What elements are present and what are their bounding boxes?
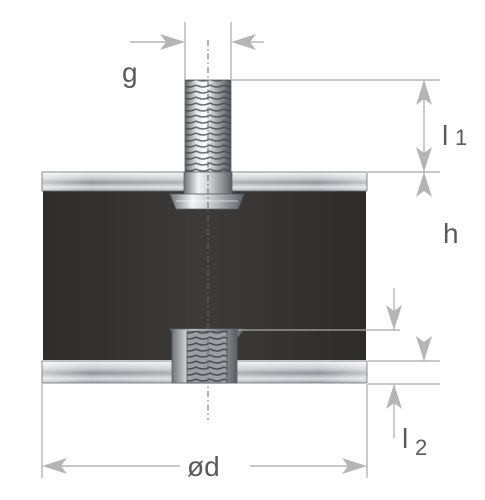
dim-label-l1-sub: 1 bbox=[455, 125, 467, 150]
dim-label-h: h bbox=[443, 218, 459, 249]
dim-label-l2-sub: 2 bbox=[415, 435, 427, 460]
threaded-insert bbox=[169, 328, 245, 384]
dimension-l1-h bbox=[232, 79, 440, 197]
dim-label-d: ød bbox=[187, 451, 220, 482]
dim-label-l2: l bbox=[402, 423, 408, 454]
dimension-l2 bbox=[238, 288, 440, 438]
dimension-d bbox=[41, 384, 368, 478]
dim-label-g: g bbox=[122, 57, 138, 88]
dimension-g bbox=[130, 22, 264, 80]
top-collar bbox=[169, 171, 245, 210]
dim-label-l1: l bbox=[442, 120, 448, 151]
